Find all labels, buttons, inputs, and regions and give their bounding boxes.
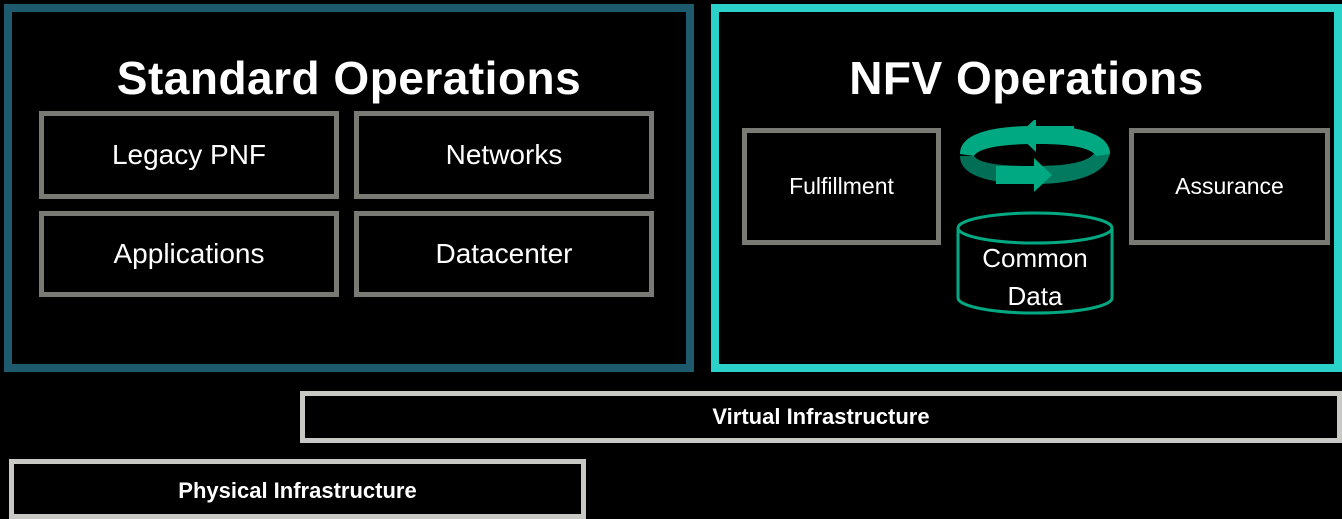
common-data-cycle-diagram bbox=[956, 120, 1114, 315]
physical-infrastructure-bar: Physical Infrastructure bbox=[9, 459, 586, 519]
common-data-label: Common Data bbox=[955, 240, 1115, 315]
applications-box: Applications bbox=[39, 211, 339, 297]
database-cylinder-icon bbox=[956, 211, 1114, 315]
legacy-pnf-box: Legacy PNF bbox=[39, 111, 339, 199]
common-data-line-2: Data bbox=[1007, 280, 1063, 311]
assurance-box: Assurance bbox=[1129, 128, 1330, 245]
fulfillment-box: Fulfillment bbox=[742, 128, 941, 245]
nfv-operations-title: NFV Operations bbox=[849, 52, 1204, 104]
networks-box: Networks bbox=[354, 111, 654, 199]
cycle-arrows-icon bbox=[960, 120, 1110, 192]
standard-operations-title: Standard Operations bbox=[116, 52, 582, 104]
datacenter-box: Datacenter bbox=[354, 211, 654, 297]
virtual-infrastructure-bar: Virtual Infrastructure bbox=[300, 391, 1342, 443]
common-data-line-1: Common bbox=[982, 243, 1088, 273]
